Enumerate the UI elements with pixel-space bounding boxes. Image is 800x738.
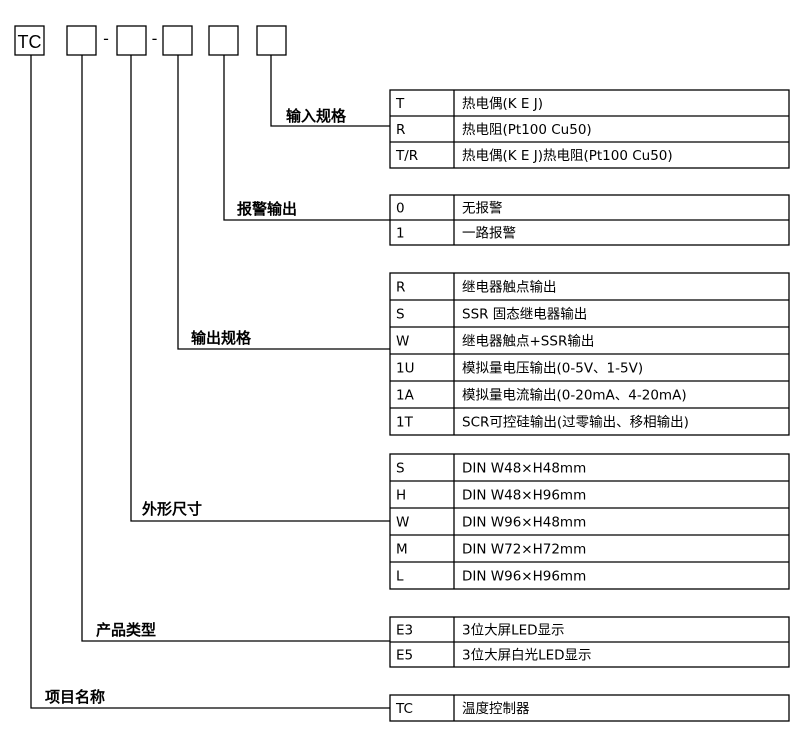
- option-code: 1: [396, 226, 405, 242]
- group-label-type: 产品类型: [96, 621, 156, 639]
- option-tables: T 热电偶(K E J) R 热电阻(Pt100 Cu50) T/R 热电偶(K E J)…: [389, 89, 790, 722]
- option-desc: 热电偶(K E J): [462, 96, 543, 112]
- connector-name: [30, 55, 390, 709]
- option-code: 1T: [396, 415, 414, 431]
- option-code: M: [396, 542, 408, 558]
- option-desc: DIN W96×H96mm: [462, 569, 586, 585]
- option-table-type: E3 3位大屏LED显示 E5 3位大屏白光LED显示: [389, 616, 790, 668]
- option-desc: DIN W48×H96mm: [462, 488, 586, 504]
- connector-lines: [30, 55, 390, 709]
- option-table-name: TC 温度控制器: [389, 694, 790, 722]
- option-table-output: R 继电器触点输出 S SSR 固态继电器输出 W 继电器触点+SSR输出 1U 模拟量电压输…: [389, 272, 790, 436]
- option-desc: 热电偶(K E J)热电阻(Pt100 Cu50): [462, 148, 673, 164]
- code-box-prefix: [14, 25, 45, 56]
- option-desc: 温度控制器: [462, 701, 530, 717]
- option-code: S: [396, 307, 405, 323]
- option-desc: 继电器触点+SSR输出: [462, 334, 594, 350]
- code-header: [14, 25, 287, 56]
- group-label-output: 输出规格: [191, 329, 252, 347]
- option-desc: 模拟量电流输出(0-20mA、4-20mA): [462, 388, 687, 404]
- option-code: R: [396, 122, 405, 138]
- option-code: 0: [396, 201, 405, 217]
- option-code: H: [396, 488, 406, 504]
- option-desc: DIN W72×H72mm: [462, 542, 586, 558]
- option-table-input: T 热电偶(K E J) R 热电阻(Pt100 Cu50) T/R 热电偶(K E J)…: [389, 89, 790, 169]
- table-frame: [389, 453, 790, 590]
- option-desc: 继电器触点输出: [462, 280, 557, 296]
- option-code: 1A: [396, 388, 415, 404]
- option-code: W: [396, 334, 409, 350]
- group-label-input: 输入规格: [286, 107, 347, 125]
- option-code: E5: [396, 648, 413, 664]
- option-desc: 3位大屏LED显示: [462, 623, 565, 639]
- connector-alarm: [223, 55, 390, 221]
- option-table-alarm: 0 无报警 1 一路报警: [389, 194, 790, 246]
- code-separator: -: [152, 29, 158, 48]
- connector-size: [130, 55, 390, 522]
- option-desc: 热电阻(Pt100 Cu50): [462, 122, 592, 138]
- code-box-size: [116, 25, 147, 56]
- code-separator: -: [103, 29, 109, 48]
- connector-output: [177, 55, 390, 350]
- table-frame: [389, 89, 790, 169]
- option-desc: 3位大屏白光LED显示: [462, 648, 592, 664]
- option-desc: SCR可控硅输出(过零输出、移相输出): [462, 415, 689, 431]
- code-box-type: [66, 25, 97, 56]
- option-desc: SSR 固态继电器输出: [462, 307, 587, 323]
- group-label-alarm: 报警输出: [237, 200, 297, 218]
- table-frame: [389, 694, 790, 722]
- connector-input: [270, 55, 390, 127]
- option-desc: 无报警: [462, 201, 503, 217]
- code-prefix-text: TC: [18, 32, 42, 52]
- option-desc: 模拟量电压输出(0-5V、1-5V): [462, 361, 643, 377]
- option-code: T/R: [395, 148, 418, 164]
- option-code: TC: [395, 701, 413, 717]
- group-label-size: 外形尺寸: [141, 500, 202, 518]
- option-code: 1U: [396, 361, 414, 377]
- group-label-name: 项目名称: [45, 688, 105, 706]
- option-desc: DIN W48×H48mm: [462, 461, 586, 477]
- option-code: T: [395, 96, 405, 112]
- code-box-input: [256, 25, 287, 56]
- option-code: E3: [396, 623, 413, 639]
- option-desc: 一路报警: [462, 226, 516, 242]
- option-code: L: [396, 569, 404, 585]
- option-code: S: [396, 461, 405, 477]
- option-code: R: [396, 280, 405, 296]
- connector-type: [81, 55, 390, 642]
- code-box-alarm: [208, 25, 239, 56]
- option-desc: DIN W96×H48mm: [462, 515, 586, 531]
- code-box-output: [162, 25, 193, 56]
- option-code: W: [396, 515, 409, 531]
